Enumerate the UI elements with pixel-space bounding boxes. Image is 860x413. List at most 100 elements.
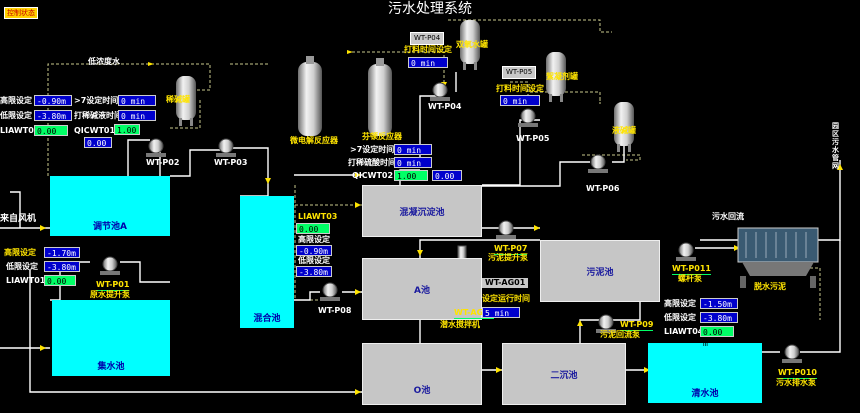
clear-high-label: 高限设定 bbox=[664, 299, 696, 308]
pump-p08[interactable] bbox=[320, 282, 340, 301]
ag01-tag-box: WT-AG01 bbox=[482, 278, 529, 288]
fenton-dose-label: 打稀硫酸时间 bbox=[348, 158, 396, 167]
process-pipes bbox=[0, 72, 841, 393]
p04-tag-box: WT-P04 bbox=[410, 32, 445, 45]
collect-low-label: 低限设定 bbox=[6, 262, 38, 271]
pump-p010[interactable] bbox=[782, 344, 802, 363]
control-status-button[interactable]: 控制状态 bbox=[4, 7, 38, 19]
pump-p06-tag: WT-P06 bbox=[586, 184, 620, 193]
fenton-gt7-value[interactable]: 0 min bbox=[394, 144, 432, 155]
collect-low-value[interactable]: -3.80m bbox=[44, 261, 80, 272]
pump-p04[interactable] bbox=[430, 82, 450, 101]
clear-level-label: LIAWT04 bbox=[664, 327, 704, 336]
collect-level-label: LIAWT01 bbox=[6, 276, 46, 285]
discharge-pump-label: 污水排水泵 bbox=[776, 378, 816, 387]
left-gt7-label: >7设定时间 bbox=[74, 96, 119, 105]
left-high-label: 高限设定 bbox=[0, 96, 32, 105]
pump-p05-tag: WT-P05 bbox=[516, 134, 550, 143]
pump-p02-tag: WT-P02 bbox=[146, 158, 180, 167]
floc-time-value[interactable]: 0 min bbox=[500, 95, 540, 106]
dosing-vessel bbox=[460, 20, 480, 70]
tank-adjust-a: 调节池A bbox=[50, 176, 170, 236]
p05-tag-box: WT-P05 bbox=[502, 66, 537, 79]
pump-p011[interactable] bbox=[676, 242, 696, 261]
pump-p09-tag: WT-P09 bbox=[620, 320, 654, 331]
ag-run-value[interactable]: 5 min bbox=[482, 307, 520, 318]
filter-press bbox=[737, 227, 819, 288]
liquid-tank-label: 液碱罐 bbox=[612, 126, 636, 135]
pump-p08-tag: WT-P08 bbox=[318, 306, 352, 315]
fenton-gt7-label: >7设定时间 bbox=[350, 145, 395, 154]
pump-p07-tag: WT-P07 bbox=[494, 244, 528, 255]
fenton-qic-value2: 0.00 bbox=[432, 170, 462, 181]
pump-p03[interactable] bbox=[216, 138, 236, 157]
liquid-alkali-vessel bbox=[614, 102, 634, 152]
lift-pump-label: 原水提升泵 bbox=[90, 290, 130, 299]
floc-time-label: 打料时间设定 bbox=[496, 84, 544, 93]
pump-p01-tag: WT-P01 bbox=[96, 280, 130, 291]
mix-level-value: 0.00 m bbox=[296, 223, 330, 245]
mix-high-label: 高限设定 bbox=[298, 235, 330, 244]
sludge-pump-label: 污泥提升泵 bbox=[488, 253, 528, 262]
mix-high-value[interactable]: -0.90m bbox=[296, 245, 332, 256]
pump-p05[interactable] bbox=[518, 108, 538, 127]
fenton-dose-value[interactable]: 0 min bbox=[394, 157, 432, 168]
mix-low-value[interactable]: -3.80m bbox=[296, 266, 332, 277]
left-low-label: 低限设定 bbox=[0, 111, 32, 120]
return-pump-label: 污泥回流泵 bbox=[600, 330, 640, 339]
collect-level-value: 0.00 m bbox=[44, 275, 76, 297]
page-title: 污水处理系统 bbox=[388, 1, 472, 17]
flocculant-vessel bbox=[546, 52, 566, 102]
collect-high-label: 高限设定 bbox=[4, 248, 36, 257]
dosing-time-value[interactable]: 0 min bbox=[408, 57, 448, 68]
pump-p03-tag: WT-P03 bbox=[214, 158, 248, 167]
clear-level-value: 0.00 m bbox=[700, 326, 734, 348]
dilute-tank-label: 稀碱罐 bbox=[166, 95, 190, 104]
dosing-tank-label: 双氧水罐 bbox=[456, 40, 488, 49]
tank-a: A池 bbox=[362, 258, 482, 320]
micro-reactor-vessel bbox=[298, 56, 322, 136]
left-dose-value[interactable]: 0 min bbox=[118, 110, 156, 121]
left-qic-value: 1.00 bbox=[114, 124, 140, 135]
inlet-label: 来自风机 bbox=[0, 214, 37, 224]
fenton-qic-value: 1.00 bbox=[394, 170, 428, 181]
left-high-value[interactable]: -0.90m bbox=[34, 95, 72, 106]
tank-sludge: 污泥池 bbox=[540, 240, 660, 302]
left-low-value[interactable]: -3.80m bbox=[34, 110, 72, 121]
tank-secondary: 二沉池 bbox=[502, 343, 626, 405]
micro-reactor-label: 微电解反应器 bbox=[290, 136, 338, 145]
pump-p07[interactable] bbox=[496, 220, 516, 239]
vessels bbox=[176, 20, 634, 152]
pump-p011-tag: WT-P011 bbox=[672, 264, 711, 275]
clear-low-label: 低限设定 bbox=[664, 313, 696, 322]
low-conc-label: 低浓度水 bbox=[88, 57, 120, 66]
pump-p01[interactable] bbox=[100, 256, 120, 275]
clear-high-value[interactable]: -1.50m bbox=[700, 298, 738, 309]
pump-p09[interactable] bbox=[596, 314, 616, 333]
fenton-reactor-vessel bbox=[368, 58, 392, 136]
tank-mix: 混合池 bbox=[240, 196, 294, 328]
fenton-qic-label: QICWT02 bbox=[352, 171, 394, 180]
pump-p04-tag: WT-P04 bbox=[428, 102, 462, 111]
pump-p06[interactable] bbox=[588, 154, 608, 173]
left-gt7-value[interactable]: 0 min bbox=[118, 95, 156, 106]
park-pipe-label: 园区污水管网 bbox=[832, 122, 839, 170]
tank-o: O池 bbox=[362, 343, 482, 405]
filter-press-label: 脱水污泥 bbox=[754, 282, 786, 291]
mix-level-label: LIAWT03 bbox=[298, 212, 338, 221]
dosing-time-label: 打料时间设定 bbox=[404, 45, 452, 54]
mixer-label: 潜水搅拌机 bbox=[440, 320, 480, 329]
pump-p02[interactable] bbox=[146, 138, 166, 157]
sludge-return-label: 污水回流 bbox=[712, 212, 744, 221]
mixer-ag01-tag: WT-AG01 bbox=[454, 308, 495, 319]
pumps bbox=[100, 82, 802, 363]
pump-p010-tag: WT-P010 bbox=[778, 368, 817, 379]
left-qic-label: QICWT01 bbox=[74, 126, 116, 135]
tank-collect: 集水池 bbox=[52, 300, 170, 376]
fenton-reactor-label: 芬顿反应器 bbox=[362, 132, 402, 141]
left-level-value: 0.00 m bbox=[34, 125, 68, 147]
collect-high-value[interactable]: -1.70m bbox=[44, 247, 80, 258]
clear-low-value[interactable]: -3.80m bbox=[700, 312, 738, 323]
